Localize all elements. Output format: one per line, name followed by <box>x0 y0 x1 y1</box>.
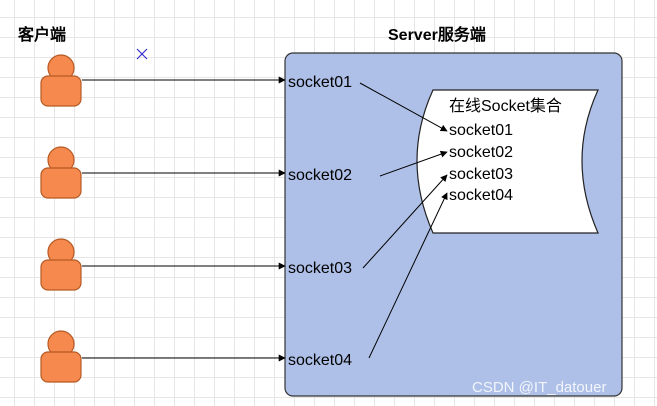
server-socket-4: socket04 <box>288 352 352 369</box>
online-set-title: 在线Socket集合 <box>449 97 562 115</box>
online-set-item-2: socket02 <box>449 144 513 161</box>
online-set-item-1: socket01 <box>449 122 513 139</box>
online-socket-set-shape <box>416 89 599 234</box>
connector-socket01-set <box>359 82 448 132</box>
server-socket-2: socket02 <box>288 167 352 184</box>
connector-socket02-set <box>379 150 448 177</box>
online-set-item-3: socket03 <box>449 166 513 183</box>
client-title: 客户端 <box>18 25 66 44</box>
connector-socket04-set <box>368 192 448 359</box>
person-icon <box>40 238 82 291</box>
person-icon <box>40 146 82 199</box>
online-set-item-4: socket04 <box>449 187 513 204</box>
person-icon <box>40 54 82 107</box>
server-title: Server服务端 <box>388 25 486 44</box>
server-socket-1: socket01 <box>288 74 352 91</box>
person-icon <box>40 330 82 383</box>
x-mark-icon <box>136 48 148 60</box>
watermark: CSDN @IT_datouer <box>472 379 606 396</box>
server-socket-3: socket03 <box>288 260 352 277</box>
connector-socket03-set <box>362 174 448 269</box>
